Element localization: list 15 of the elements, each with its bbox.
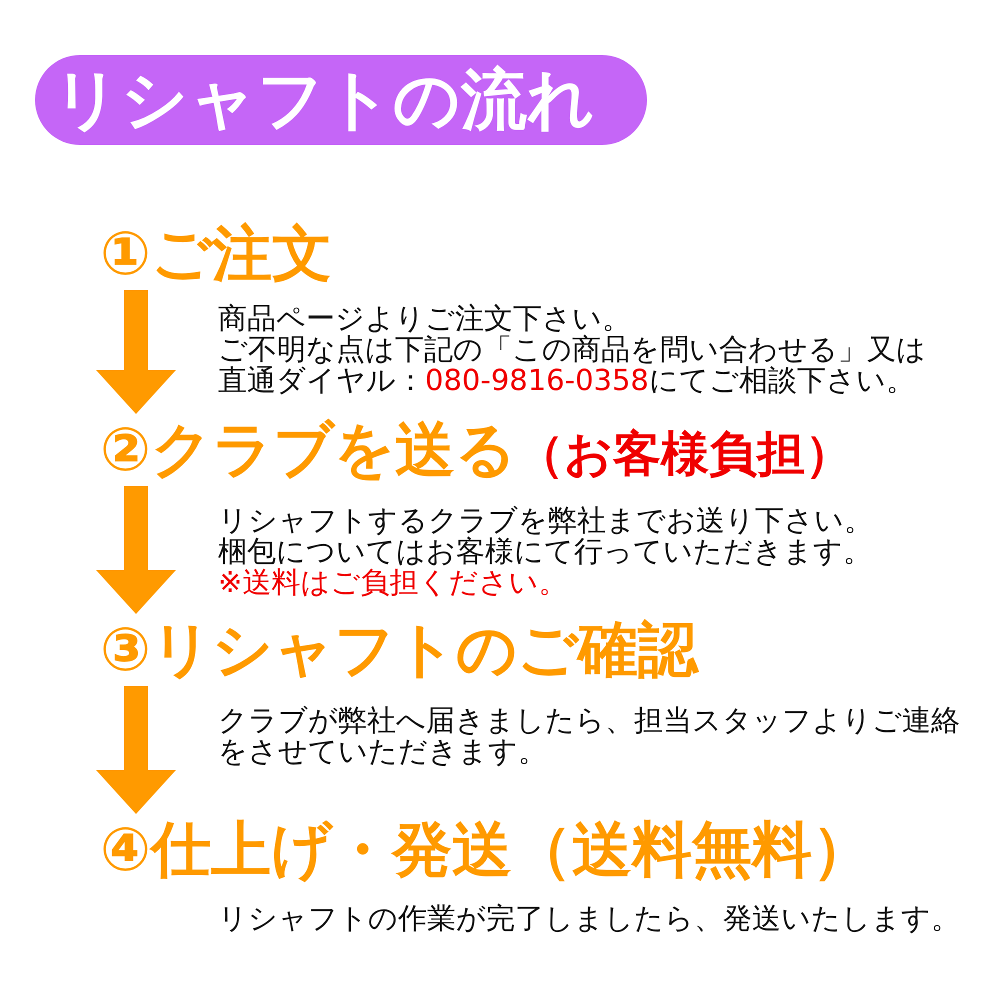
down-arrow [96, 686, 176, 814]
description-text: リシャフトの作業が完了しましたら、発送いたします。 [218, 903, 961, 934]
step-heading: ④仕上げ・発送（送料無料） [100, 814, 872, 886]
description-text: 商品ページよりご注文下さい。 [218, 303, 632, 334]
down-arrow [96, 486, 176, 614]
description-text: クラブが弊社へ届きましたら、担当スタッフよりご連絡をさせていただきます。 [218, 705, 961, 767]
title-banner: リシャフトの流れ [35, 55, 647, 145]
note-text: ※送料はご負担ください。 [218, 567, 568, 598]
step-heading: ②クラブを送る（お客様負担） [100, 414, 853, 486]
description-text: リシャフトするクラブを弊社までお送り下さい。 [218, 505, 874, 536]
step-heading: ③リシャフトのご確認 [100, 614, 698, 686]
description-text: 梱包についてはお客様にて行っていただきます。 [218, 536, 873, 567]
step-heading: ①ご注文 [100, 218, 332, 290]
down-arrow [96, 290, 176, 414]
description-text: ご不明な点は下記の「この商品を問い合わせる」又は直通ダイヤル：080-9816-0358にてご相談下さい。 [218, 334, 927, 396]
